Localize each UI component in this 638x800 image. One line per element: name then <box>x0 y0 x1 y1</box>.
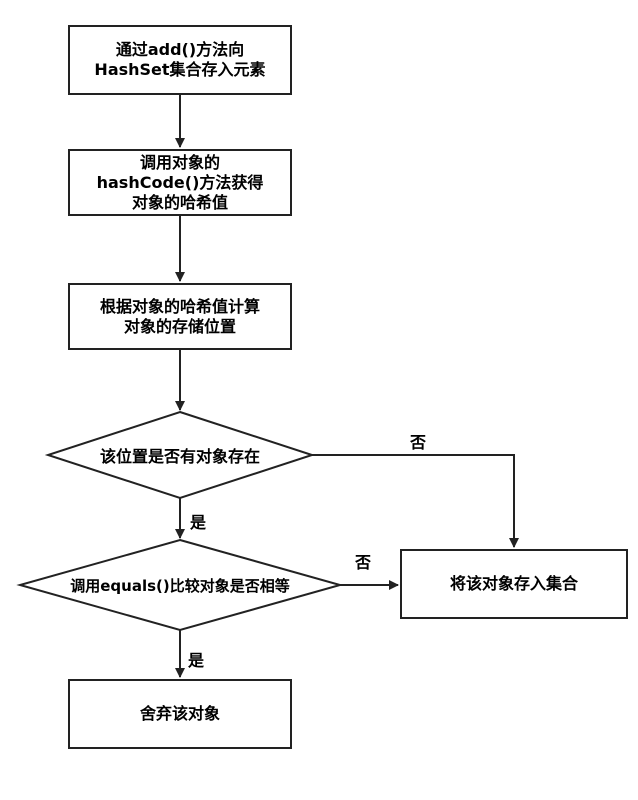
decision-position-label: 该位置是否有对象存在 <box>99 447 260 466</box>
node-compute-location: 根据对象的哈希值计算 对象的存储位置 <box>68 283 292 350</box>
node-discard-object: 舍弃该对象 <box>68 679 292 749</box>
label-position-yes: 是 <box>190 513 207 532</box>
label-equals-yes: 是 <box>188 651 205 670</box>
decision-equals-label: 调用equals()比较对象是否相等 <box>70 576 290 595</box>
label-position-no: 否 <box>410 433 427 452</box>
label-equals-no: 否 <box>355 553 372 572</box>
node-store-object: 将该对象存入集合 <box>400 549 628 619</box>
node-get-hash: 调用对象的 hashCode()方法获得 对象的哈希值 <box>68 149 292 216</box>
node-add-element: 通过add()方法向 HashSet集合存入元素 <box>68 25 292 95</box>
edge-position-no <box>312 454 519 548</box>
